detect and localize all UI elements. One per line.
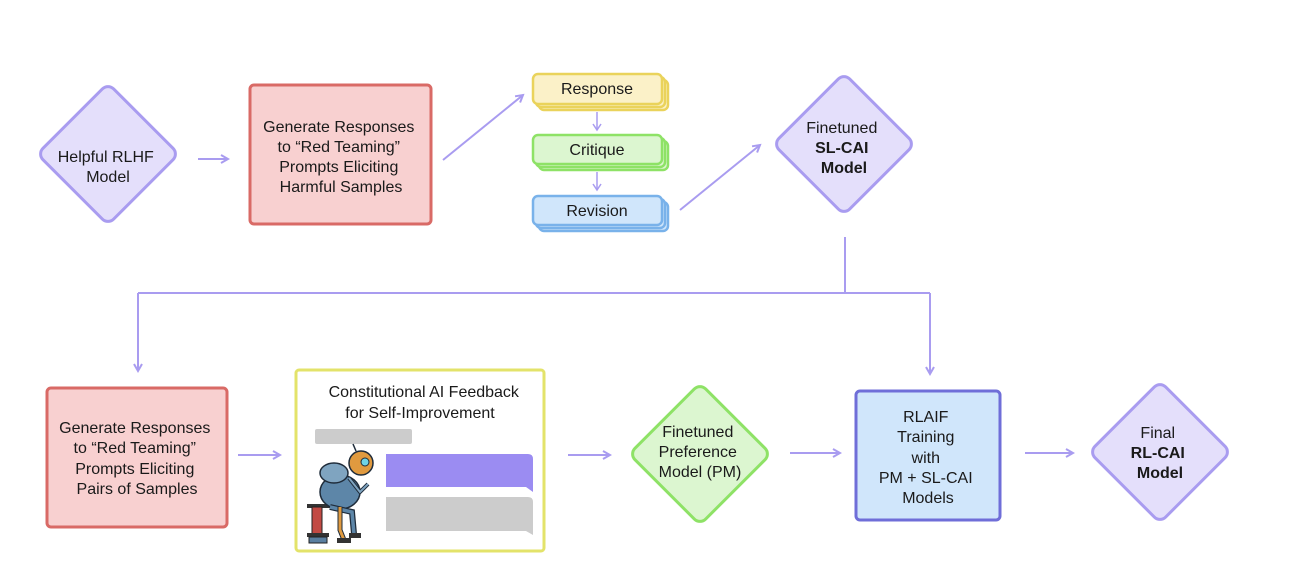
feedback-title-line-2: for Self-Improvement [345, 405, 495, 422]
generate-top-line-3: Prompts Eliciting [279, 159, 398, 176]
rlaif-line-3: with [911, 450, 940, 467]
chat-bubble-gray-large [386, 497, 533, 535]
generate-top-line-1: Generate Responses [263, 119, 414, 136]
svg-text:Finetuned SL-CAI M: Finetuned SL-CAI Model [806, 120, 882, 177]
node-final-rl-cai-model: Final RL-CAI Model [1091, 383, 1229, 521]
feedback-title-line-1: Constitutional AI Feedback [329, 384, 520, 401]
arrow-generate-to-response [442, 95, 523, 161]
node-finetuned-preference-model: Finetuned Preference Model (PM) [631, 385, 769, 523]
generate-bottom-line-2: to “Red Teaming” [74, 440, 196, 457]
chat-bubble-gray-small [315, 429, 412, 444]
generate-top-line-2: to “Red Teaming” [278, 139, 400, 156]
response-label: Response [561, 81, 633, 98]
pm-line-1: Finetuned [662, 424, 733, 441]
node-critique-stack: Critique [531, 133, 670, 172]
sl-cai-line-3: Model [821, 160, 867, 177]
svg-text:RLAIF Training wit: RLAIF Training with PM + SL-CAI Models [879, 409, 977, 507]
generate-bottom-line-4: Pairs of Samples [77, 481, 198, 498]
final-line-3: Model [1137, 465, 1183, 482]
rlaif-line-5: Models [902, 490, 954, 507]
final-line-2: RL-CAI [1131, 445, 1185, 462]
generate-top-line-4: Harmful Samples [280, 179, 403, 196]
node-finetuned-sl-cai-model: Finetuned SL-CAI Model [775, 75, 913, 213]
generate-bottom-line-3: Prompts Eliciting [75, 461, 194, 478]
node-helpful-rlhf-model: Helpful RLHF Model [39, 85, 177, 223]
svg-text:Generate Responses to “R: Generate Responses to “Red Teaming” Prom… [59, 420, 215, 498]
svg-text:Generate Responses to “R: Generate Responses to “Red Teaming” Prom… [263, 119, 419, 196]
connector-sl-cai-split [138, 237, 930, 294]
svg-text:Finetuned Preference: Finetuned Preference Model (PM) [659, 424, 742, 481]
final-line-1: Final [1140, 425, 1175, 442]
rlaif-line-2: Training [897, 429, 954, 446]
pm-line-2: Preference [659, 444, 737, 461]
generate-bottom-line-1: Generate Responses [59, 420, 210, 437]
node-revision-stack: Revision [531, 194, 670, 233]
rlhf-label-line-2: Model [86, 169, 130, 186]
arrow-revision-to-sl-cai [679, 145, 760, 211]
svg-text:Constitutional AI Feedback: Constitutional AI Feedback for Self-Impr… [329, 384, 524, 422]
rlaif-line-4: PM + SL-CAI [879, 470, 973, 487]
thinking-robot-icon [307, 443, 374, 544]
pm-line-3: Model (PM) [659, 464, 742, 481]
rlaif-line-1: RLAIF [903, 409, 949, 426]
svg-text:Helpful RLHF Model: Helpful RLHF Model [58, 149, 158, 186]
node-generate-pairs-of-samples: Generate Responses to “Red Teaming” Prom… [45, 386, 229, 529]
connectors [138, 95, 1073, 455]
node-constitutional-ai-feedback: Constitutional AI Feedback for Self-Impr… [294, 368, 546, 553]
revision-label: Revision [566, 203, 627, 220]
node-response-stack: Response [531, 72, 670, 112]
rlhf-label-line-1: Helpful RLHF [58, 149, 154, 166]
svg-text:Final RL-CAI Model: Final RL-CAI Model [1131, 425, 1190, 482]
sl-cai-line-1: Finetuned [806, 120, 877, 137]
chat-bubble-purple [386, 454, 533, 492]
node-rlaif-training: RLAIF Training with PM + SL-CAI Models [854, 389, 1002, 522]
node-generate-harmful-samples: Generate Responses to “Red Teaming” Prom… [248, 83, 433, 226]
sl-cai-line-2: SL-CAI [815, 140, 868, 157]
critique-label: Critique [569, 142, 624, 159]
